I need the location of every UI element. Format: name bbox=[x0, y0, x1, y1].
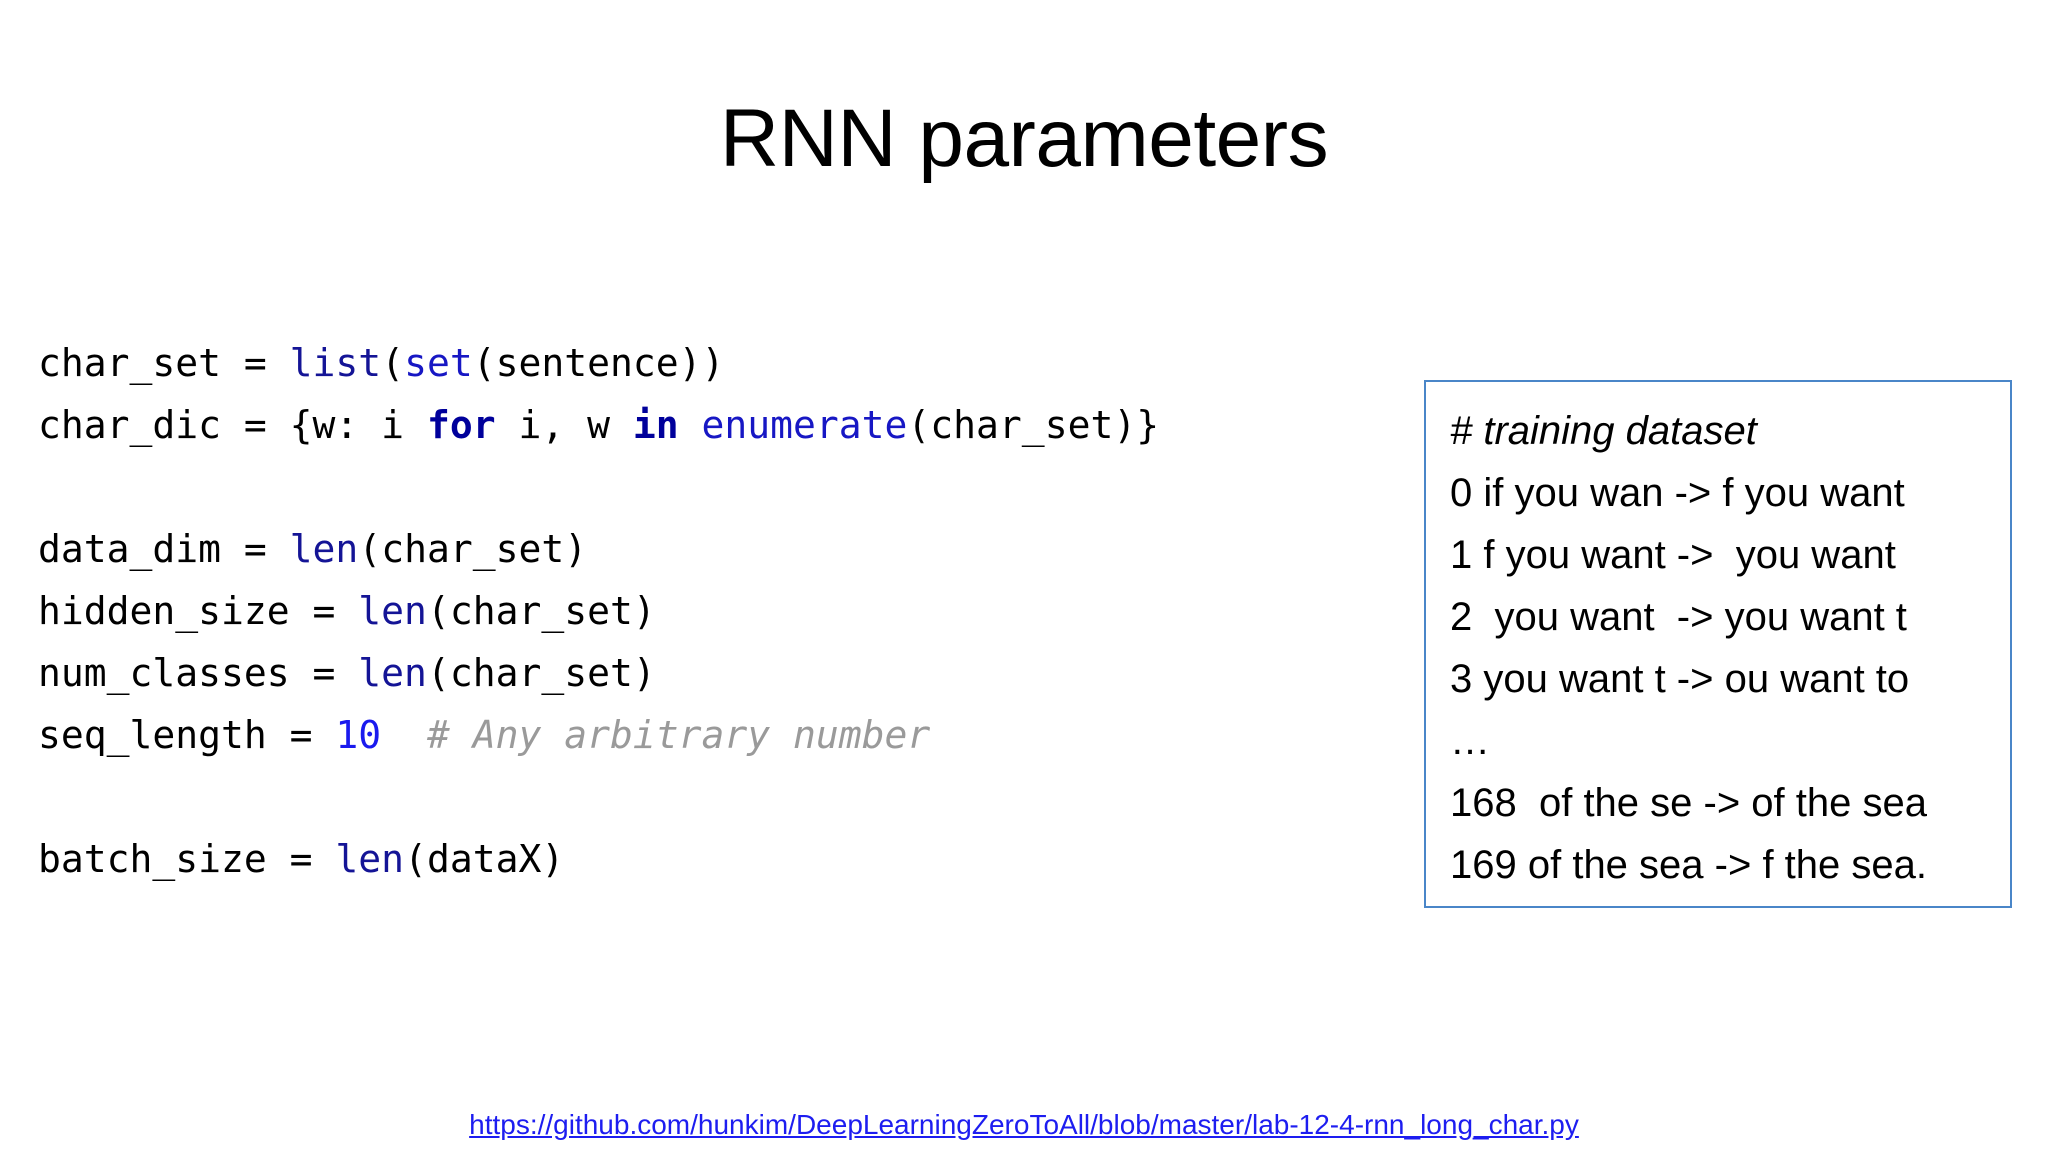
code-token-plain: (sentence)) bbox=[472, 341, 725, 385]
dataset-sample-line: 3 you want t -> ou want to bbox=[1450, 657, 1910, 701]
dataset-sample-line: 1 f you want -> you want bbox=[1450, 533, 1896, 577]
code-token-plain: seq_length = bbox=[38, 713, 336, 757]
code-token-plain: (char_set)} bbox=[907, 403, 1160, 447]
code-token-plain: num_classes = bbox=[38, 651, 359, 695]
dataset-sample-line: 0 if you wan -> f you want bbox=[1450, 471, 1905, 515]
code-token-comment: # Any arbitrary number bbox=[426, 713, 931, 757]
code-line bbox=[38, 766, 1368, 828]
code-token-plain bbox=[679, 403, 702, 447]
training-dataset-box: # training dataset 0 if you wan -> f you … bbox=[1424, 380, 2012, 908]
source-url-link[interactable]: https://github.com/hunkim/DeepLearningZe… bbox=[469, 1109, 1579, 1140]
code-token-plain: (char_set) bbox=[358, 527, 588, 571]
code-token-builtin: len bbox=[335, 837, 405, 881]
code-line: num_classes = len(char_set) bbox=[38, 642, 1368, 704]
code-token-plain: ( bbox=[381, 341, 405, 385]
code-line: data_dim = len(char_set) bbox=[38, 518, 1368, 580]
code-token-builtin2: enumerate bbox=[701, 403, 908, 447]
code-token-builtin2: set bbox=[404, 341, 473, 385]
code-token-plain: hidden_size = bbox=[38, 589, 359, 633]
code-token-keyword: for bbox=[426, 403, 496, 447]
code-token-plain: batch_size = bbox=[38, 837, 336, 881]
code-line: char_set = list(set(sentence)) bbox=[38, 332, 1368, 394]
dataset-comment-line: # training dataset bbox=[1450, 409, 1757, 453]
code-token-plain: (char_set) bbox=[426, 651, 656, 695]
code-line: batch_size = len(dataX) bbox=[38, 828, 1368, 890]
dataset-sample-line: 168 of the se -> of the sea bbox=[1450, 781, 1927, 825]
code-token-plain: char_dic = {w: i bbox=[38, 403, 427, 447]
code-token-builtin: list bbox=[289, 341, 382, 385]
code-token-plain: char_set = bbox=[38, 341, 290, 385]
dataset-sample-line: 2 you want -> you want t bbox=[1450, 595, 1907, 639]
dataset-sample-line: 169 of the sea -> f the sea. bbox=[1450, 843, 1927, 887]
code-token-plain: (dataX) bbox=[404, 837, 565, 881]
code-token-plain: (char_set) bbox=[426, 589, 656, 633]
code-line: hidden_size = len(char_set) bbox=[38, 580, 1368, 642]
code-token-plain bbox=[381, 713, 427, 757]
code-token-builtin: len bbox=[289, 527, 359, 571]
page-title: RNN parameters bbox=[719, 93, 1329, 184]
code-token-builtin: len bbox=[358, 589, 427, 633]
code-line: seq_length = 10 # Any arbitrary number bbox=[38, 704, 1368, 766]
code-token-number: 10 bbox=[335, 713, 382, 757]
code-line: char_dic = {w: i for i, w in enumerate(c… bbox=[38, 394, 1368, 456]
dataset-sample-line: … bbox=[1450, 719, 1492, 763]
code-line bbox=[38, 456, 1368, 518]
code-token-plain: data_dim = bbox=[38, 527, 290, 571]
code-token-builtin: len bbox=[358, 651, 427, 695]
code-token-keyword: in bbox=[632, 403, 679, 447]
code-token-plain: i, w bbox=[495, 403, 633, 447]
code-block: char_set = list(set(sentence))char_dic =… bbox=[38, 332, 1368, 890]
